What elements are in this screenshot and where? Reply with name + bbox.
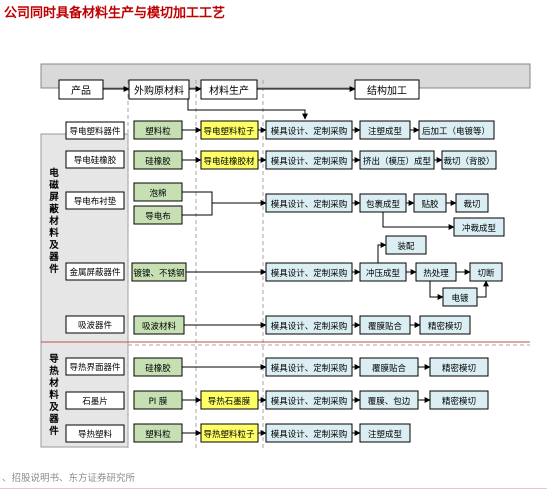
process-label: 模具设计、定制采购 (271, 363, 348, 374)
raw-label: 镀镍、不锈钢 (133, 268, 184, 279)
header-prod: 材料生产 (209, 84, 249, 97)
category-thermal-label: 导 热 材 料 及 器 件 (48, 354, 59, 437)
category-emi-char: 件 (49, 263, 59, 275)
prod-label: 导热塑料粒子 (203, 429, 255, 440)
connector-line (382, 212, 455, 230)
process-label: 模具设计、定制采购 (271, 321, 348, 332)
raw-label: 吸波材料 (142, 321, 177, 332)
process-label: 注塑成型 (368, 126, 403, 137)
product-label: 吸波器件 (78, 320, 113, 331)
raw-label: 硅橡胶 (145, 156, 171, 167)
process-label: 贴胶 (421, 199, 439, 210)
product-box (65, 315, 125, 334)
process-label: 精密模切 (428, 321, 462, 332)
raw-label: 塑料粒 (145, 429, 171, 440)
process-label: 模具设计、定制采购 (271, 199, 348, 210)
category-thermal-char: 料 (49, 389, 59, 401)
process-label: 裁切（背胶） (443, 156, 494, 167)
process-label: 冲压成型 (366, 268, 401, 279)
process-label: 裁切 (463, 199, 480, 210)
prod-label: 导热石墨膜 (208, 396, 251, 407)
connector-line (182, 191, 213, 216)
category-emi-char: 屏 (49, 192, 59, 203)
category-emi-label: 电 磁 屏 蔽 材 料 及 器 件 (48, 167, 59, 275)
raw-label: 硅橡胶 (145, 363, 171, 374)
product-label: 导热塑料 (78, 429, 113, 440)
process-label: 模具设计、定制采购 (271, 156, 348, 167)
connector-line (477, 280, 489, 298)
process-label: 电镀 (451, 293, 469, 304)
process-label: 覆膜贴合 (372, 363, 407, 374)
category-thermal-char: 导 (49, 354, 59, 365)
category-emi-char: 器 (48, 252, 59, 263)
connector-line (429, 281, 444, 300)
product-box (65, 424, 125, 443)
product-box (65, 191, 125, 210)
process-label: 挤出（模压）成型 (363, 156, 432, 167)
connector-line (377, 242, 387, 263)
process-label: 冲裁成型 (462, 223, 497, 234)
category-emi-char: 料 (49, 227, 59, 239)
process-label: 覆膜、包边 (368, 396, 411, 407)
product-box (65, 262, 125, 281)
category-emi-char: 电 (49, 167, 59, 179)
product-label: 导电布衬垫 (74, 196, 117, 207)
process-label: 包裹成型 (366, 199, 401, 210)
product-box (65, 391, 125, 410)
product-label: 导热界面器件 (69, 362, 121, 373)
source-note: 、招股说明书、东方证券研究所 (2, 473, 136, 484)
process-label: 装配 (397, 241, 415, 252)
process-label: 热处理 (423, 268, 449, 279)
process-label: 模具设计、定制采购 (271, 396, 348, 407)
header-proc: 结构加工 (367, 84, 407, 97)
raw-label: PI 膜 (149, 396, 168, 407)
process-label: 覆膜贴合 (368, 321, 403, 332)
category-emi-char: 及 (49, 240, 59, 251)
footer-rule (0, 488, 547, 489)
category-emi-char: 磁 (49, 179, 59, 191)
category-emi-char: 蔽 (49, 203, 59, 215)
process-label: 精密模切 (442, 396, 476, 407)
process-label: 模具设计、定制采购 (271, 126, 348, 137)
raw-label: 导电布 (145, 211, 171, 222)
product-label: 导电塑料器件 (69, 126, 121, 137)
category-thermal-char: 及 (49, 402, 59, 413)
raw-label: 塑料粒 (145, 126, 171, 137)
process-label: 切断 (477, 268, 495, 279)
category-emi-char: 材 (48, 215, 59, 227)
process-label: 注塑成型 (368, 429, 403, 440)
connector-line (187, 99, 308, 120)
header-banner (40, 63, 531, 89)
process-label: 模具设计、定制采购 (271, 429, 348, 440)
prod-label: 导电塑料粒子 (203, 126, 255, 137)
product-box (65, 121, 125, 140)
process-label: 精密模切 (442, 363, 476, 374)
product-label: 金属屏蔽器件 (69, 267, 121, 278)
product-label: 石墨片 (82, 396, 108, 407)
raw-label: 泡棉 (149, 188, 166, 199)
process-label: 模具设计、定制采购 (271, 268, 348, 279)
category-thermal-char: 件 (49, 425, 59, 437)
product-box (65, 357, 125, 376)
header-product: 产品 (71, 84, 91, 97)
prod-label: 导电硅橡胶材 (203, 156, 255, 167)
category-thermal-char: 热 (49, 365, 59, 377)
product-box (65, 150, 125, 169)
category-thermal-char: 器 (48, 414, 59, 425)
product-label: 导电硅橡胶 (74, 155, 117, 166)
header-raw: 外购原材料 (134, 84, 184, 97)
category-thermal-char: 材 (48, 377, 59, 389)
page-title: 公司同时具备材料生产与模切加工工艺 (4, 6, 226, 21)
process-label: 后加工（电镀等） (422, 126, 490, 137)
